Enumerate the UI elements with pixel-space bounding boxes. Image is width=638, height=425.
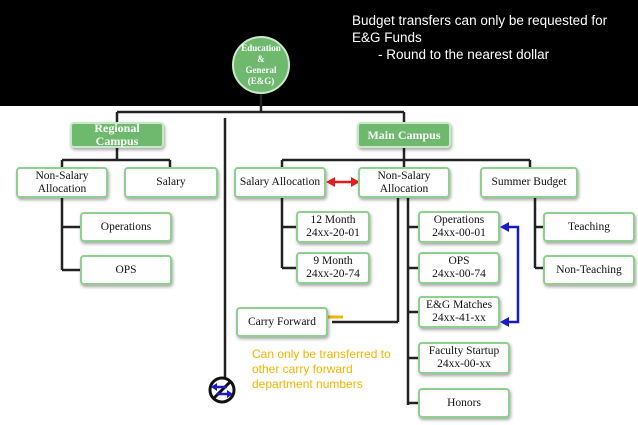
honors-node: Honors — [418, 388, 510, 418]
regional-ops-label: OPS — [115, 263, 137, 276]
main-salary-allocation-node: Salary Allocation — [234, 167, 326, 198]
regional-campus-node: Regional Campus — [70, 122, 164, 148]
main-operations-node: Operations 24xx-00-01 — [418, 211, 500, 243]
carry-forward-note: Can only be transferred to other carry f… — [252, 347, 391, 391]
month-12-label: 12 Month 24xx-20-01 — [306, 214, 360, 239]
no-entry-icon — [208, 376, 236, 404]
main-non-salary-node: Non-Salary Allocation — [358, 167, 450, 198]
faculty-startup-node: Faculty Startup 24xx-00-xx — [418, 342, 510, 374]
root-label: Education & General (E&G) — [241, 43, 281, 86]
note-line-2: E&G Funds — [352, 30, 422, 45]
main-salary-allocation-label: Salary Allocation — [239, 176, 321, 188]
regional-salary-node: Salary — [124, 167, 218, 198]
regional-non-salary-node: Non-Salary Allocation — [16, 167, 108, 198]
regional-non-salary-label: Non-Salary Allocation — [35, 169, 89, 195]
main-ops-node: OPS 24xx-00-74 — [418, 252, 500, 284]
non-teaching-label: Non-Teaching — [556, 263, 622, 276]
main-ops-label: OPS 24xx-00-74 — [432, 255, 486, 280]
month-9-node: 9 Month 24xx-20-74 — [296, 252, 370, 284]
bracket-arrow-icon — [500, 222, 520, 327]
eg-matches-label: E&G Matches 24xx-41-xx — [425, 299, 493, 324]
double-arrow-icon — [326, 177, 360, 187]
carry-forward-label: Carry Forward — [247, 315, 317, 328]
main-campus-label: Main Campus — [367, 127, 441, 142]
faculty-startup-label: Faculty Startup 24xx-00-xx — [428, 345, 500, 370]
carry-forward-node: Carry Forward — [236, 307, 328, 337]
non-teaching-node: Non-Teaching — [543, 255, 635, 285]
month-12-node: 12 Month 24xx-20-01 — [296, 211, 370, 243]
regional-ops-node: OPS — [80, 255, 172, 285]
summer-budget-label: Summer Budget — [491, 176, 567, 188]
regional-campus-label: Regional Campus — [94, 121, 140, 148]
main-operations-label: Operations 24xx-00-01 — [432, 214, 486, 239]
regional-operations-node: Operations — [80, 212, 172, 242]
header-bar: Budget transfers can only be requested f… — [0, 0, 638, 106]
note-line-1: Budget transfers can only be requested f… — [352, 13, 608, 28]
month-9-label: 9 Month 24xx-20-74 — [306, 255, 360, 280]
budget-note: Budget transfers can only be requested f… — [352, 12, 632, 63]
regional-operations-label: Operations — [100, 220, 152, 233]
teaching-label: Teaching — [568, 220, 610, 233]
regional-salary-label: Salary — [156, 176, 186, 188]
root-node-eg: Education & General (E&G) — [232, 36, 290, 94]
note-line-3: - Round to the nearest dollar — [378, 47, 550, 62]
teaching-node: Teaching — [543, 212, 635, 242]
main-campus-node: Main Campus — [357, 122, 451, 148]
honors-label: Honors — [447, 396, 481, 409]
main-non-salary-label: Non-Salary Allocation — [377, 169, 431, 195]
summer-budget-node: Summer Budget — [480, 167, 578, 198]
eg-matches-node: E&G Matches 24xx-41-xx — [418, 296, 500, 328]
